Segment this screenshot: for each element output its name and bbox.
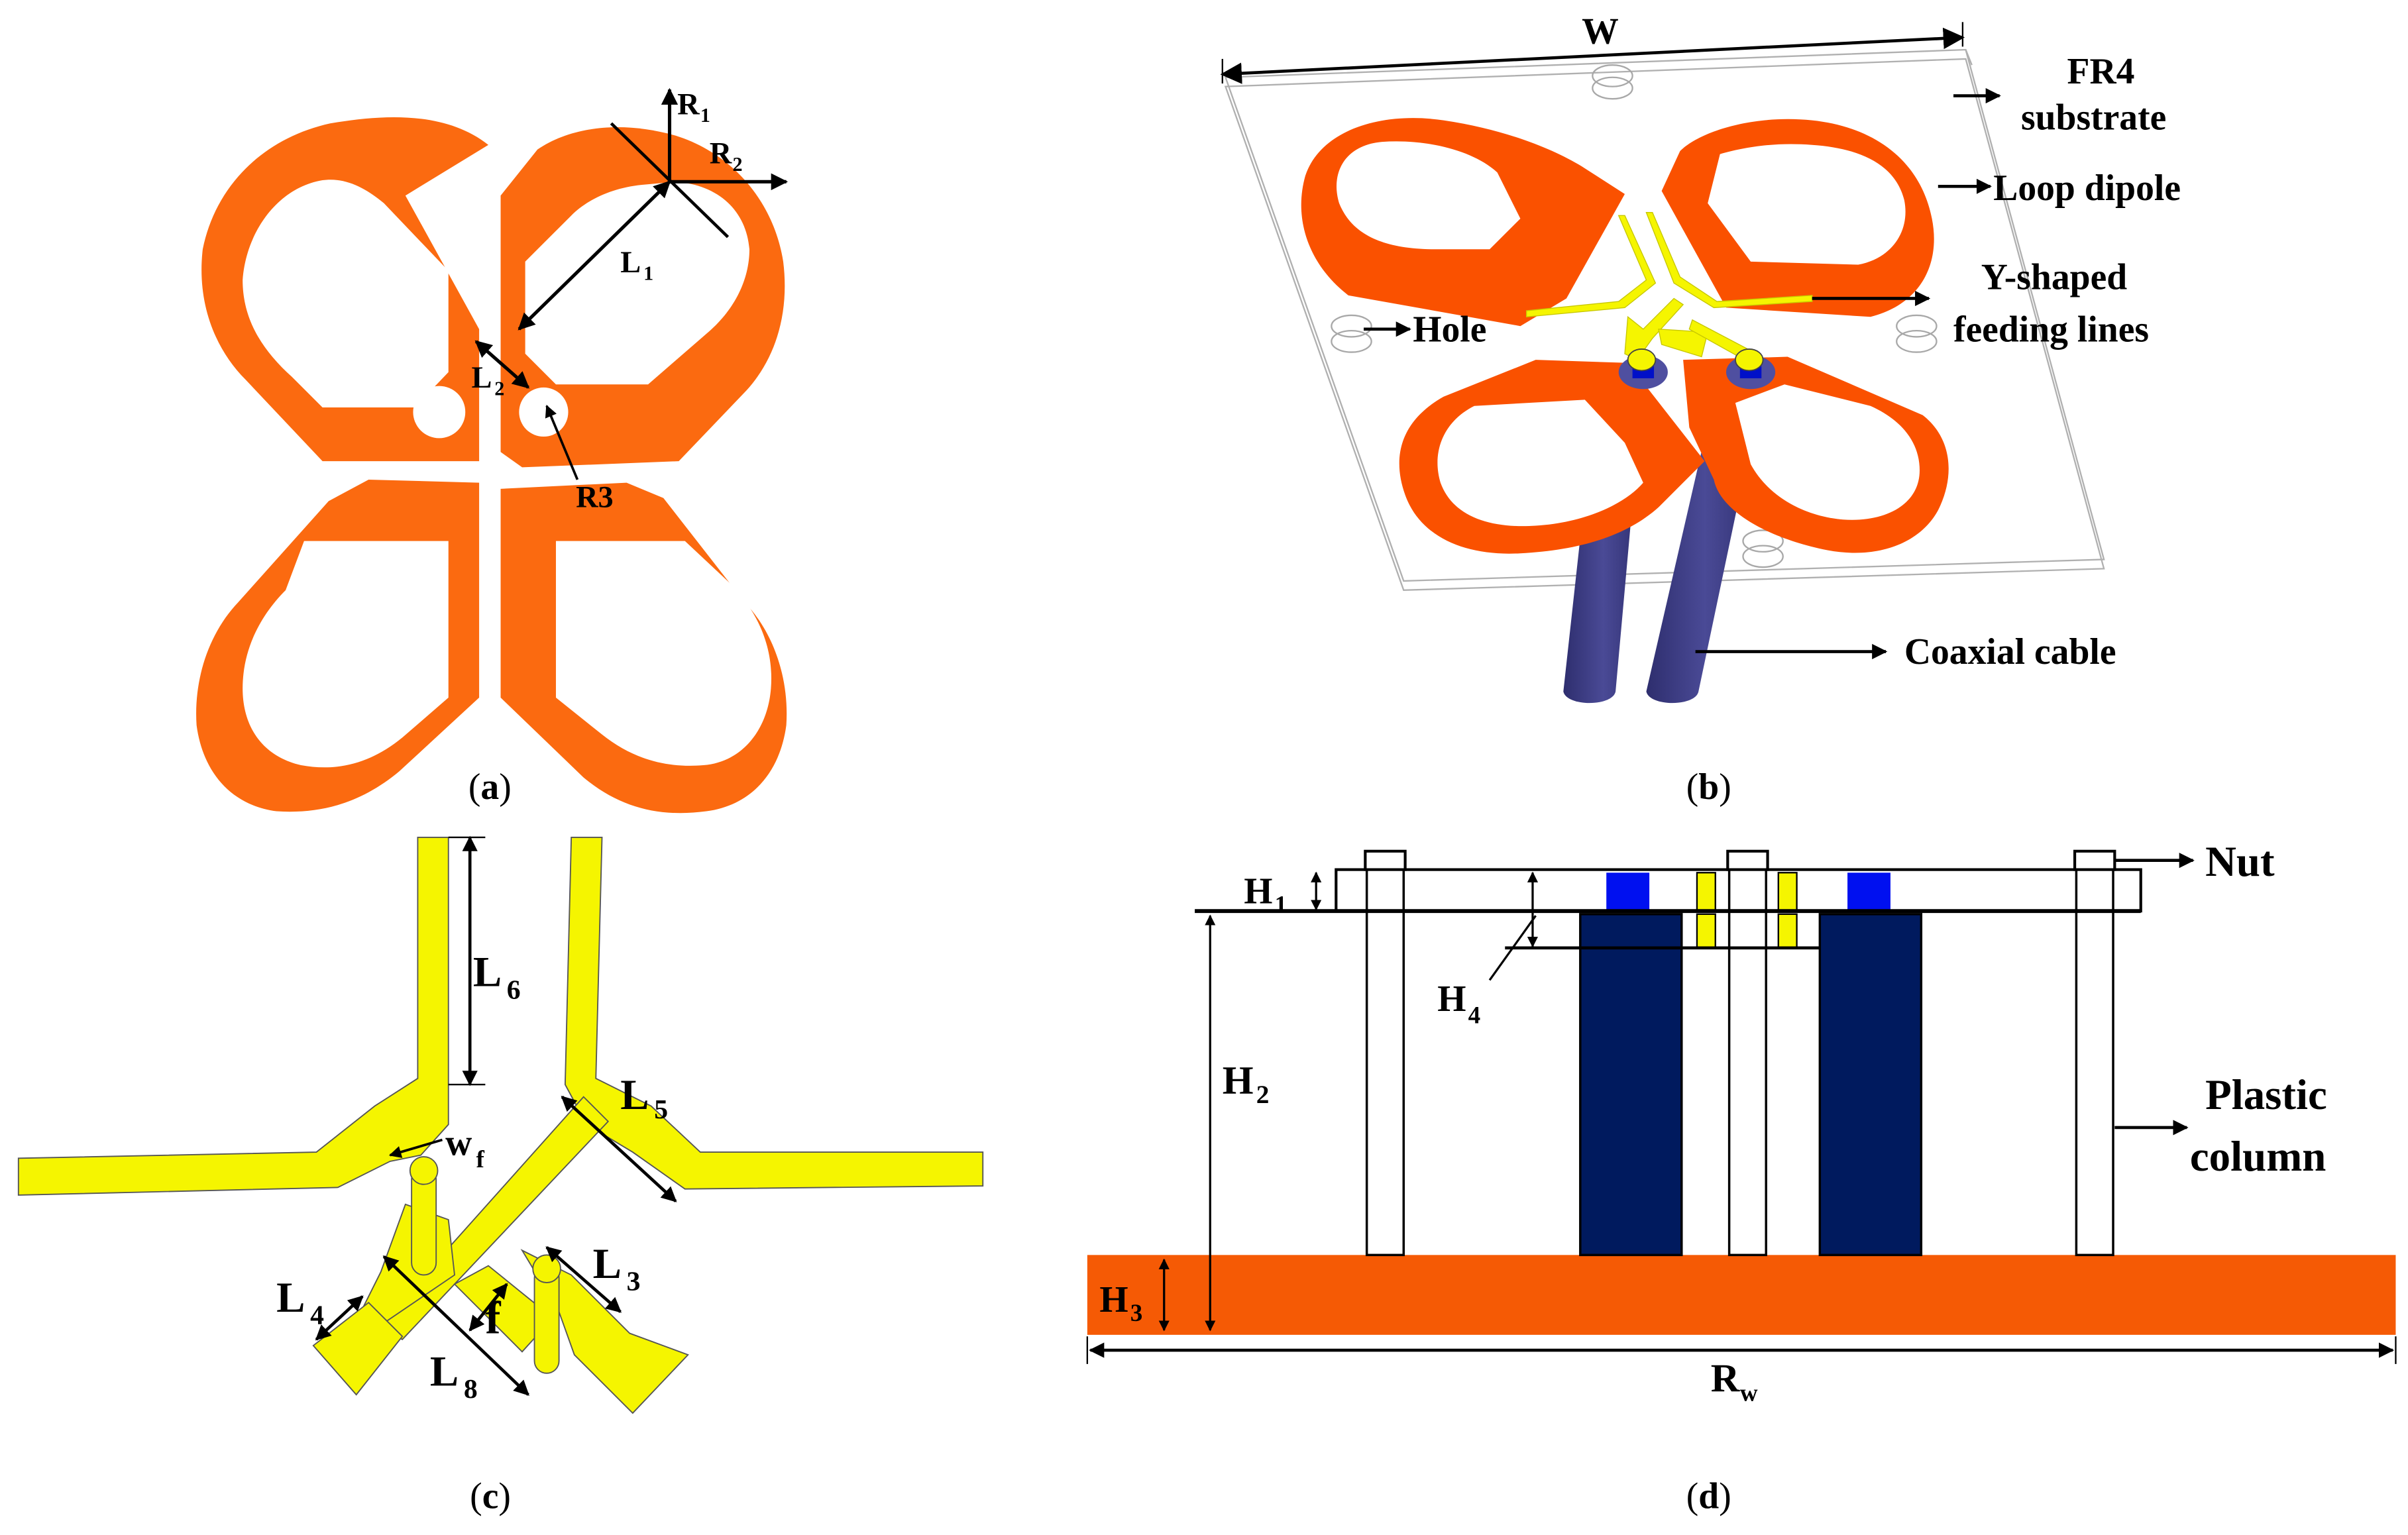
plastic-columns bbox=[1365, 868, 2114, 1257]
dimension-l1: L 1 bbox=[518, 180, 671, 331]
dimension-l8: L 8 bbox=[382, 1255, 529, 1404]
ground-reflector bbox=[1087, 1255, 2396, 1335]
label-nut: Nut bbox=[2205, 838, 2275, 886]
callout-y-feed: Y-shaped feeding lines bbox=[1812, 257, 2149, 350]
label-rw: R bbox=[1711, 1357, 1741, 1401]
panel-d-side-view: H 1 H 4 H 2 H 3 R w Nut bbox=[1086, 838, 2397, 1517]
label-feeding-lines: feeding lines bbox=[1953, 309, 2149, 350]
panel-b-perspective-view: W FR4 substrate Loop dipole Y-shaped fee… bbox=[1220, 11, 2181, 808]
callout-plastic-column: Plastic column bbox=[2114, 1071, 2327, 1181]
dimension-r3: R3 bbox=[545, 404, 614, 515]
label-l4-sub: 4 bbox=[310, 1300, 324, 1331]
label-r1: R bbox=[677, 87, 700, 121]
label-coaxial-cable: Coaxial cable bbox=[1904, 631, 2116, 672]
feed-hole-left bbox=[414, 387, 464, 437]
dimension-l3: L 3 bbox=[545, 1240, 641, 1313]
label-l8: L bbox=[430, 1348, 459, 1395]
dimension-l2: L 2 bbox=[472, 340, 530, 399]
label-l3-sub: 3 bbox=[627, 1267, 641, 1297]
label-substrate: substrate bbox=[2021, 97, 2166, 138]
label-l2-sub: 2 bbox=[494, 377, 504, 399]
loop-dipoles-3d bbox=[1301, 118, 1949, 554]
loop-petal-top-left bbox=[201, 117, 488, 462]
dimension-l4: L 4 bbox=[276, 1274, 364, 1341]
dimension-w: W bbox=[1220, 11, 1965, 84]
panel-c-feed-detail: L 6 L 5 w f L 3 L 4 f L 8 bbox=[17, 835, 984, 1517]
label-l6-sub: 6 bbox=[507, 975, 521, 1005]
label-fr4: FR4 bbox=[2067, 51, 2134, 92]
callout-fr4-substrate: FR4 substrate bbox=[1953, 51, 2166, 138]
label-l4: L bbox=[276, 1274, 305, 1322]
label-r3: R3 bbox=[576, 481, 614, 515]
caption-d: (d) bbox=[1686, 1476, 1731, 1517]
label-l3: L bbox=[593, 1240, 622, 1288]
caption-b: (b) bbox=[1686, 767, 1731, 808]
label-r2-sub: 2 bbox=[732, 153, 742, 176]
label-plastic: Plastic bbox=[2205, 1071, 2327, 1119]
label-f: f bbox=[485, 1293, 501, 1344]
label-l2: L bbox=[472, 361, 492, 395]
label-h1: H bbox=[1244, 871, 1272, 912]
coax-connectors-3d bbox=[1618, 348, 1776, 390]
dimension-wf: w f bbox=[388, 1123, 484, 1173]
label-h2-sub: 2 bbox=[1256, 1080, 1270, 1109]
dimension-h4: H 4 bbox=[1437, 871, 1539, 1029]
dimension-r2: R 2 bbox=[610, 122, 789, 238]
label-l5: L bbox=[620, 1071, 649, 1119]
feed-pins-side bbox=[1696, 872, 1798, 949]
label-hole: Hole bbox=[1413, 309, 1486, 350]
dimension-h1: H 1 bbox=[1244, 871, 1322, 919]
label-h4: H bbox=[1437, 979, 1466, 1020]
caption-a: (a) bbox=[468, 767, 512, 808]
label-h4-sub: 4 bbox=[1468, 1002, 1481, 1029]
label-h3-sub: 3 bbox=[1130, 1300, 1143, 1327]
callout-coax: Coaxial cable bbox=[1695, 631, 2116, 672]
label-r2: R bbox=[710, 137, 732, 171]
caption-c: (c) bbox=[470, 1476, 511, 1517]
dimension-r1: R 1 bbox=[661, 87, 710, 182]
label-l1-sub: 1 bbox=[643, 262, 653, 285]
callout-loop-dipole: Loop dipole bbox=[1938, 168, 2181, 209]
coax-side bbox=[1579, 873, 1923, 1257]
panel-a-top-view: R 1 R 2 L 1 L 2 R3 (a) bbox=[196, 87, 789, 814]
label-l5-sub: 5 bbox=[654, 1094, 668, 1125]
label-wf: w bbox=[445, 1123, 472, 1164]
label-rw-sub: w bbox=[1740, 1380, 1758, 1407]
label-wf-sub: f bbox=[476, 1146, 484, 1173]
dimension-h3: H 3 bbox=[1099, 1258, 1170, 1332]
label-r1-sub: 1 bbox=[700, 104, 710, 127]
label-l1: L bbox=[620, 246, 641, 280]
label-loop-dipole: Loop dipole bbox=[1993, 168, 2181, 209]
label-l6: L bbox=[473, 949, 502, 996]
callout-nut: Nut bbox=[2114, 838, 2275, 886]
feed-hole-right bbox=[519, 387, 569, 437]
dimension-l6: L 6 bbox=[448, 835, 521, 1086]
loop-petal-bottom-right bbox=[500, 482, 787, 814]
dimension-h2: H 2 bbox=[1205, 914, 1270, 1332]
label-w: W bbox=[1582, 11, 1619, 52]
label-y-shaped: Y-shaped bbox=[1981, 257, 2128, 298]
label-h2: H bbox=[1223, 1059, 1254, 1103]
callout-hole: Hole bbox=[1364, 309, 1486, 350]
nuts bbox=[1364, 849, 2116, 871]
dimension-l5: L 5 bbox=[561, 1071, 677, 1202]
y-feed-lines-3d bbox=[1526, 211, 1813, 361]
dimension-rw: R w bbox=[1086, 1336, 2397, 1407]
label-h1-sub: 1 bbox=[1275, 892, 1287, 919]
label-h3: H bbox=[1099, 1279, 1128, 1320]
substrate-holes bbox=[1331, 64, 1938, 568]
label-l8-sub: 8 bbox=[464, 1374, 478, 1404]
label-column: column bbox=[2190, 1133, 2326, 1181]
